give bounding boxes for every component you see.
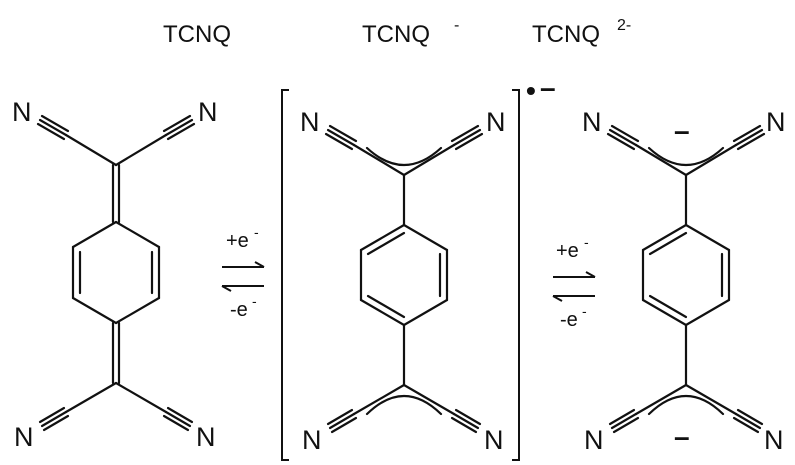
arrow-label-add-electron: +e	[556, 240, 579, 262]
atom-n: N	[12, 97, 32, 127]
atom-n: N	[300, 107, 320, 137]
arrow-label-add-electron-sup: -	[254, 224, 259, 240]
charge-bottom: –	[674, 421, 690, 452]
atom-n: N	[582, 107, 602, 137]
arrow-label-remove-electron-sup: -	[252, 293, 257, 309]
radical-charge: –	[540, 72, 556, 103]
atom-n: N	[198, 97, 218, 127]
atom-n: N	[196, 422, 216, 452]
atom-n: N	[764, 425, 784, 455]
title-tcnq-radical-anion-sup: -	[454, 17, 459, 34]
title-tcnq-dianion-text: TCNQ	[532, 21, 600, 48]
atom-n: N	[486, 107, 506, 137]
equilibrium-arrows-second: +e - -e -	[552, 234, 596, 331]
arrow-label-remove-electron-sup: -	[582, 303, 587, 319]
title-tcnq-radical-anion: TCNQ -	[362, 17, 459, 48]
atom-n: N	[766, 107, 786, 137]
arrow-label-add-electron-sup: -	[584, 234, 589, 250]
arrow-label-remove-electron: -e	[230, 299, 248, 321]
title-tcnq-dianion-sup: 2-	[617, 17, 631, 34]
atom-n: N	[584, 425, 604, 455]
atom-n: N	[14, 422, 34, 452]
title-tcnq-radical-anion-text: TCNQ	[362, 21, 430, 48]
molecule-tcnq-radical-anion: N N N N	[300, 107, 506, 455]
title-tcnq: TCNQ	[163, 21, 231, 48]
atom-n: N	[302, 425, 322, 455]
radical-anion-bracket: • –	[281, 72, 556, 461]
molecule-tcnq-neutral: N N N N	[12, 97, 218, 452]
arrow-label-remove-electron: -e	[560, 309, 578, 331]
title-tcnq-dianion: TCNQ 2-	[532, 17, 631, 48]
molecule-tcnq-dianion: – – N N N N	[582, 107, 786, 455]
equilibrium-arrows-first: +e - -e -	[221, 224, 265, 321]
arrow-label-add-electron: +e	[226, 230, 249, 252]
charge-top: –	[674, 115, 690, 146]
atom-n: N	[484, 425, 504, 455]
radical-dot: •	[526, 75, 536, 106]
